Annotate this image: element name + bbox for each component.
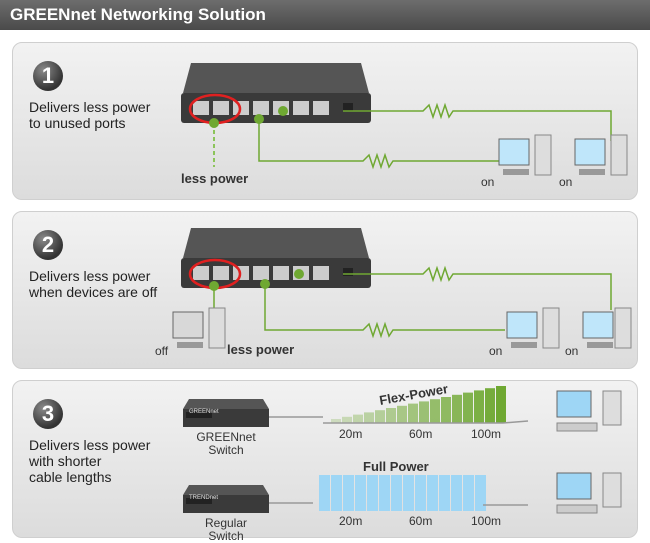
panel-devices-off: 2 Delivers less power when devices are o… (12, 211, 638, 369)
flex-power-bar (408, 403, 418, 423)
step-number-1: 1 (33, 61, 63, 91)
flex-power-bar (485, 388, 495, 423)
panel-cable-length: 3 Delivers less power with shorter cable… (12, 380, 638, 543)
panel-3-description: Delivers less power with shorter cable l… (29, 437, 151, 485)
pc-on-label: on (565, 344, 579, 358)
distance-label: 100m (471, 514, 502, 528)
flex-power-bar (342, 416, 352, 423)
cable-far (343, 102, 612, 141)
pc-off-icon (172, 307, 226, 349)
panel-2-diagram (172, 228, 632, 349)
flex-power-bar (452, 394, 462, 423)
greennet-switch-device (183, 399, 269, 427)
full-power-bar (427, 475, 438, 511)
full-power-bar (331, 475, 342, 511)
full-power-bar (403, 475, 414, 511)
distance-label: 20m (339, 427, 363, 441)
greennet-switch-label: GREENnet Switch (196, 430, 256, 457)
distance-label: 60m (409, 514, 433, 528)
flex-power-bar (364, 412, 374, 423)
less-power-label: less power (227, 342, 295, 357)
full-power-bar (391, 475, 402, 511)
full-power-bar (343, 475, 354, 511)
full-power-bar (319, 475, 330, 511)
panel-2-description: Delivers less power when devices are off (29, 268, 158, 300)
panel-1-diagram (181, 63, 628, 176)
flex-power-bar (474, 390, 484, 423)
regular-switch-device (183, 485, 269, 513)
switch-device (181, 63, 371, 123)
flex-power-bar (441, 397, 451, 423)
full-power-label: Full Power (363, 459, 429, 474)
flex-power-bar (419, 401, 429, 423)
page-title: GREENnet Networking Solution (10, 5, 266, 24)
flex-power-bars (331, 386, 506, 423)
cable-near (258, 119, 503, 170)
pc-icon (582, 307, 632, 349)
flex-power-bar (386, 408, 396, 423)
distance-label: 60m (409, 427, 433, 441)
flex-power-bar (353, 414, 363, 423)
flex-power-bar (496, 386, 506, 423)
trendnet-badge: TRENDnet (189, 495, 219, 501)
regular-switch-label: Regular Switch (204, 516, 248, 543)
pc-on-label: on (489, 344, 503, 358)
full-power-bar (415, 475, 426, 511)
less-power-label: less power (181, 171, 249, 186)
full-power-bar (463, 475, 474, 511)
pc-on-label: on (481, 175, 495, 189)
full-power-bars (319, 475, 486, 511)
full-power-bar (451, 475, 462, 511)
full-power-bar (367, 475, 378, 511)
flex-power-bar (463, 392, 473, 423)
step-number-2: 2 (33, 230, 63, 260)
pc-icon (498, 134, 552, 176)
cable-near (264, 284, 505, 339)
distance-label: 100m (471, 427, 502, 441)
full-power-bar (355, 475, 366, 511)
pc-icon (556, 390, 622, 432)
pc-off-label: off (155, 344, 169, 358)
cable-far (343, 265, 612, 310)
switch-device (181, 228, 371, 288)
step-number-3: 3 (33, 399, 63, 429)
panel-unused-ports: 1 Delivers less power to unused ports le… (12, 42, 638, 200)
pc-icon (556, 472, 622, 514)
title-bar: GREENnet Networking Solution (0, 0, 650, 30)
full-power-bar (475, 475, 486, 511)
pc-icon (574, 134, 628, 176)
pc-on-label: on (559, 175, 573, 189)
panel-3-diagram (183, 386, 622, 514)
flex-power-bar (375, 410, 385, 423)
full-power-bar (439, 475, 450, 511)
full-power-bar (379, 475, 390, 511)
greennet-badge: GREENnet (189, 409, 219, 415)
distance-label: 20m (339, 514, 363, 528)
pc-icon (506, 307, 560, 349)
flex-power-bar (397, 405, 407, 423)
flex-power-bar (430, 399, 440, 423)
panel-1-description: Delivers less power to unused ports (29, 99, 151, 131)
flex-power-bar (331, 419, 341, 423)
